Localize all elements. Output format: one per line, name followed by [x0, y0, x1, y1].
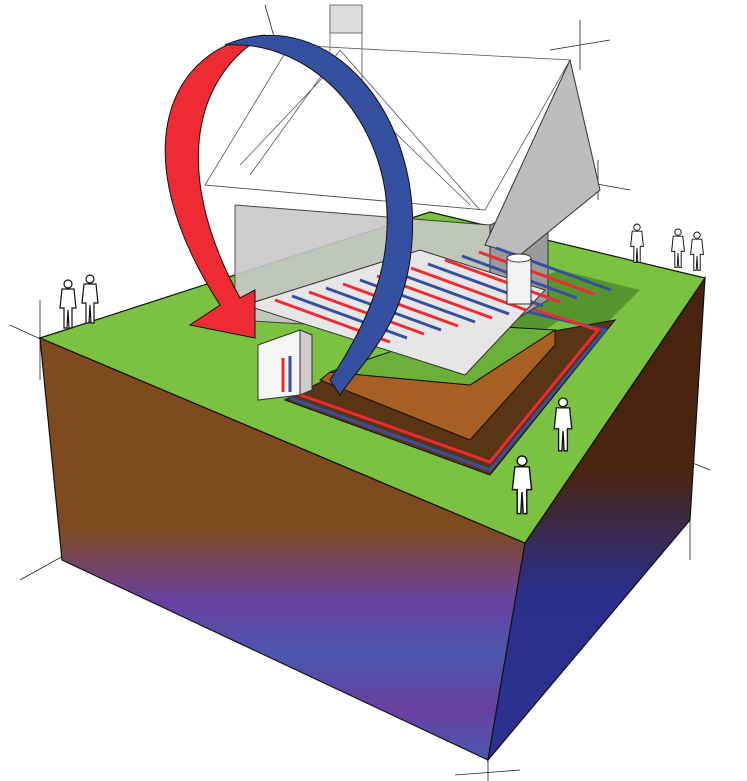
air-flow-arrow	[164, 34, 414, 396]
cool-air-arrow	[224, 34, 414, 396]
coil-pipe	[393, 270, 510, 316]
person-icon	[511, 455, 533, 515]
person-icon	[690, 231, 704, 271]
ground-loop-pipe	[289, 303, 608, 472]
water-tank	[506, 253, 532, 305]
coil-pipe	[478, 250, 595, 296]
warm-air-arrow	[164, 34, 266, 339]
heat-pump-unit	[257, 329, 313, 401]
person-icon	[553, 397, 573, 452]
coil-pipe	[308, 290, 425, 336]
coil-pipe	[291, 294, 408, 340]
person-icon	[59, 279, 77, 329]
person-icon	[630, 223, 644, 263]
people	[59, 223, 704, 515]
roof-right	[484, 58, 601, 256]
coil-pipe	[444, 258, 561, 304]
coil-pipe	[342, 282, 459, 328]
person-icon	[81, 274, 99, 324]
person-icon	[671, 228, 685, 268]
